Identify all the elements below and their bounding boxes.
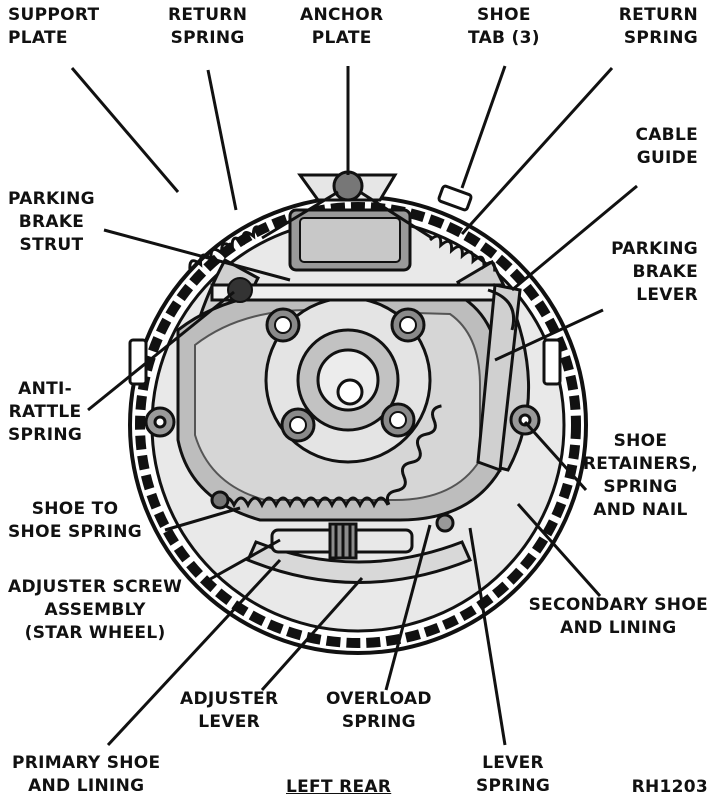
overload-and-lever-spring	[385, 404, 455, 533]
shoe-to-shoe-spring	[210, 490, 390, 510]
anchor-plate	[288, 170, 412, 272]
return-springs	[188, 190, 497, 272]
axle-hub	[264, 296, 432, 464]
shoe-retainers	[144, 404, 541, 438]
caption-left-rear: LEFT REAR	[286, 777, 392, 797]
figure-code: RH1203	[631, 777, 708, 797]
adjuster-screw	[270, 522, 414, 560]
leader-lines	[70, 65, 638, 747]
